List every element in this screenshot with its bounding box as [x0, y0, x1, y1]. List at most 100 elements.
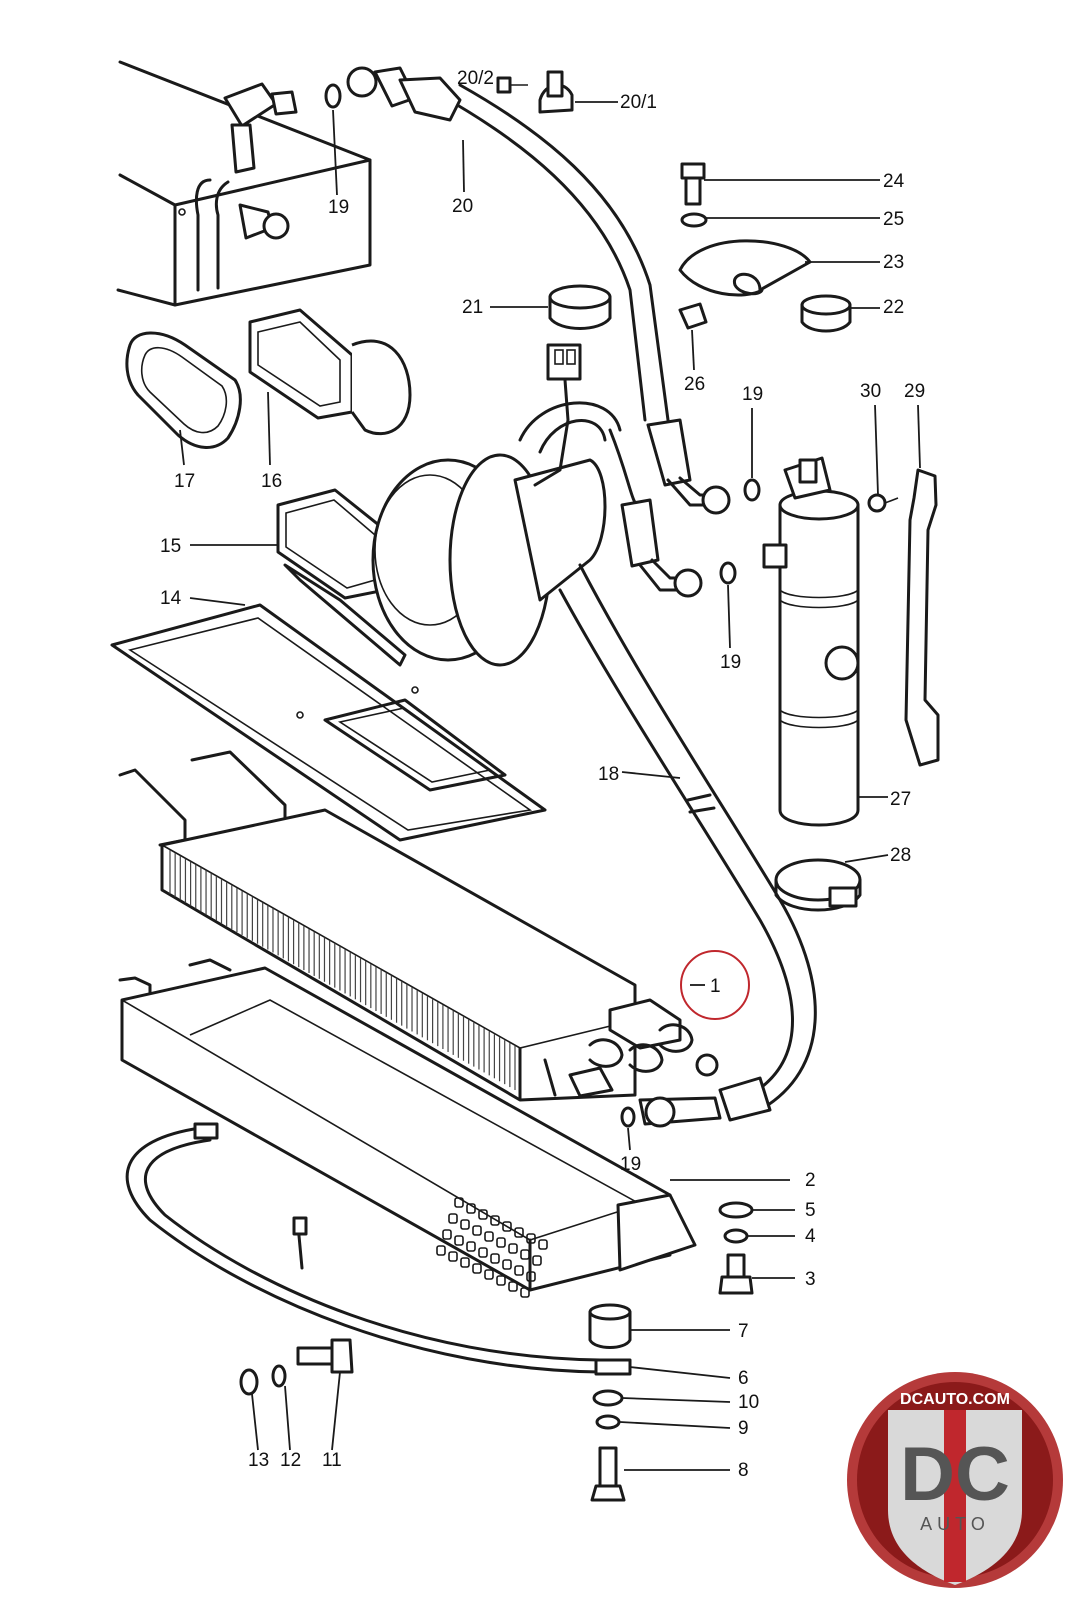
washer-10 — [592, 1389, 624, 1407]
vent-hole — [496, 1237, 506, 1248]
vent-hole — [460, 1257, 470, 1268]
vent-hole — [514, 1265, 524, 1276]
vent-hole — [472, 1263, 482, 1274]
clamp-28 — [774, 858, 862, 912]
vent-hole — [490, 1253, 500, 1264]
logo-site-text: DCAUTO.COM — [900, 1391, 1010, 1408]
callout-23: 23 — [883, 252, 904, 273]
vent-hole — [472, 1225, 482, 1236]
o-ring-19-bottom — [620, 1106, 636, 1128]
lock-washer-9 — [595, 1414, 621, 1430]
vent-hole — [514, 1227, 524, 1238]
bolt-8 — [590, 1446, 626, 1502]
callouts: 1 2 3 4 5 6 7 8 9 10 11 12 13 14 15 16 1… — [160, 68, 925, 1481]
o-ring-19-low — [719, 561, 737, 585]
receiver-drier-27 — [762, 456, 860, 827]
callout-21: 21 — [462, 297, 483, 318]
callout-24: 24 — [883, 171, 905, 192]
lock-washer-4 — [723, 1228, 749, 1244]
duct-15 — [276, 488, 407, 667]
vent-hole — [478, 1209, 488, 1220]
logo-stripe — [944, 1410, 966, 1582]
plate-23 — [678, 239, 812, 297]
callout-17: 17 — [174, 471, 195, 492]
vent-hole — [538, 1239, 548, 1250]
callout-8: 8 — [738, 1460, 749, 1481]
vent-hole — [478, 1247, 488, 1258]
vent-hole — [526, 1233, 536, 1244]
callout-20-2: 20/2 — [457, 68, 494, 89]
callout-12: 12 — [280, 1450, 301, 1471]
vent-hole — [484, 1231, 494, 1242]
callout-29: 29 — [904, 381, 925, 402]
callout-16: 16 — [261, 471, 282, 492]
vent-hole — [502, 1221, 512, 1232]
clip-26 — [678, 302, 708, 330]
vent-hole — [442, 1229, 452, 1240]
bolt-3 — [718, 1253, 754, 1295]
vent-hole — [520, 1287, 530, 1298]
callout-14: 14 — [160, 588, 182, 609]
gasket-17 — [125, 331, 242, 449]
callout-3: 3 — [805, 1269, 816, 1290]
screw-20-2 — [496, 76, 528, 94]
callout-20: 20 — [452, 196, 473, 217]
evaporator-fins — [169, 850, 516, 1090]
callout-1: 1 — [710, 976, 721, 997]
callout-18: 18 — [598, 764, 619, 785]
logo-auto-text: AUTO — [920, 1514, 990, 1534]
vent-hole — [526, 1271, 536, 1282]
vent-hole — [520, 1249, 530, 1260]
callout-10: 10 — [738, 1392, 759, 1413]
vent-hole — [532, 1255, 542, 1266]
blower-motor — [371, 343, 622, 667]
leader-lines — [179, 101, 921, 1471]
vent-hole — [454, 1197, 464, 1208]
callout-13: 13 — [248, 1450, 269, 1471]
strap-6 — [125, 1122, 632, 1376]
vent-hole — [496, 1275, 506, 1286]
lock-washer-12 — [271, 1364, 287, 1388]
callout-4: 4 — [805, 1226, 816, 1247]
washer-5 — [718, 1201, 754, 1219]
callout-9: 9 — [738, 1418, 749, 1439]
vent-hole — [466, 1241, 476, 1252]
tray-vent-holes — [436, 1197, 548, 1298]
screw-30 — [867, 493, 899, 513]
callout-2: 2 — [805, 1170, 816, 1191]
duct-16 — [248, 308, 412, 436]
vent-hole — [508, 1281, 518, 1292]
heater-box — [116, 60, 372, 307]
vent-hole — [490, 1215, 500, 1226]
vent-hole — [448, 1213, 458, 1224]
o-ring-19-mid — [743, 478, 761, 502]
grommet-22 — [800, 294, 852, 333]
callout-27: 27 — [890, 789, 911, 810]
callout-20-1: 20/1 — [620, 92, 657, 113]
vent-hole — [508, 1243, 518, 1254]
callout-28: 28 — [890, 845, 911, 866]
callout-26: 26 — [684, 374, 705, 395]
callout-25: 25 — [883, 209, 904, 230]
callout-15: 15 — [160, 536, 181, 557]
logo-dc-letters: DC — [900, 1432, 1010, 1517]
callout-11: 11 — [322, 1450, 342, 1471]
callout-19-top: 19 — [328, 197, 349, 218]
callout-22: 22 — [883, 297, 904, 318]
bolt-11 — [296, 1338, 354, 1374]
highlight-circle — [680, 950, 750, 1020]
washer-13 — [239, 1368, 259, 1396]
clamp-20-1 — [538, 70, 574, 114]
vent-hole — [502, 1259, 512, 1270]
callout-7: 7 — [738, 1321, 749, 1342]
vent-hole — [448, 1251, 458, 1262]
vent-hole — [466, 1203, 476, 1214]
dcauto-logo: DCAUTO.COM DC AUTO — [847, 1372, 1063, 1588]
bolt-24 — [680, 162, 706, 206]
drain-tray-2 — [118, 958, 697, 1298]
vent-hole — [436, 1245, 446, 1256]
callout-30: 30 — [860, 381, 881, 402]
grommet-21 — [548, 284, 612, 330]
callout-5: 5 — [805, 1200, 816, 1221]
